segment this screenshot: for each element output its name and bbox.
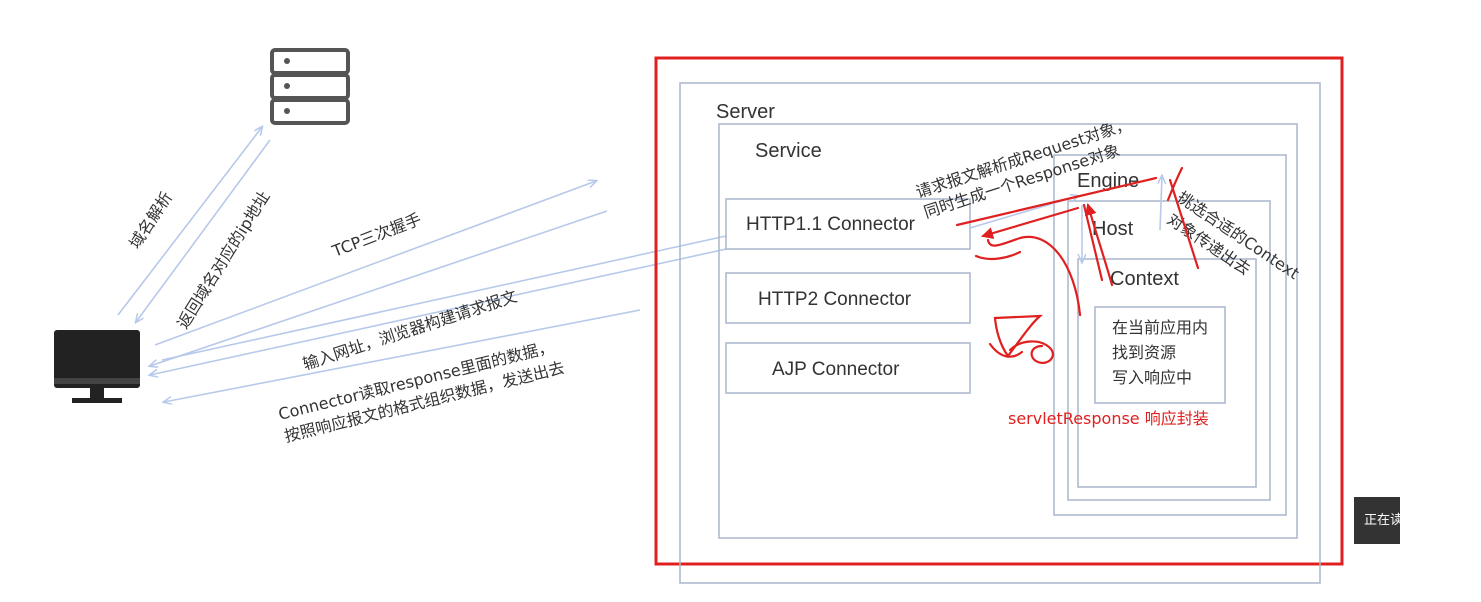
http11-connector-box	[725, 198, 971, 250]
status-chip[interactable]: 正在读	[1354, 497, 1400, 544]
monitor-icon	[54, 330, 140, 403]
http11-connector-label: HTTP1.1 Connector	[746, 214, 916, 235]
context-box	[1077, 258, 1257, 488]
engine-box	[1053, 154, 1287, 516]
label-tcp-handshake: TCP三次握手	[329, 209, 424, 261]
context-inner-box	[1094, 306, 1226, 404]
client-arrows	[117, 127, 741, 402]
server-label: Server	[716, 101, 775, 123]
ajp-connector-box	[725, 342, 971, 394]
http2-connector-box	[725, 272, 971, 324]
red-annotations	[955, 166, 1200, 364]
context-body-line-2: 找到资源	[1112, 343, 1176, 362]
http2-connector-label: HTTP2 Connector	[758, 289, 912, 310]
context-label: Context	[1110, 268, 1179, 290]
service-box	[718, 123, 1298, 539]
outer-container-box	[679, 82, 1321, 584]
label-return-ip: 返回域名对应的ip地址	[173, 188, 273, 333]
context-body-line-1: 在当前应用内	[1112, 318, 1208, 337]
host-box	[1067, 200, 1271, 501]
servlet-response-note: servletResponse 响应封装	[1008, 409, 1209, 428]
ajp-connector-label: AJP Connector	[772, 359, 900, 380]
service-label: Service	[755, 140, 822, 162]
highlight-frame	[654, 56, 1344, 566]
host-label: Host	[1092, 218, 1134, 240]
context-body-line-3: 写入响应中	[1112, 368, 1192, 387]
server-icon	[270, 48, 350, 125]
label-domain-resolve: 域名解析	[125, 188, 176, 252]
